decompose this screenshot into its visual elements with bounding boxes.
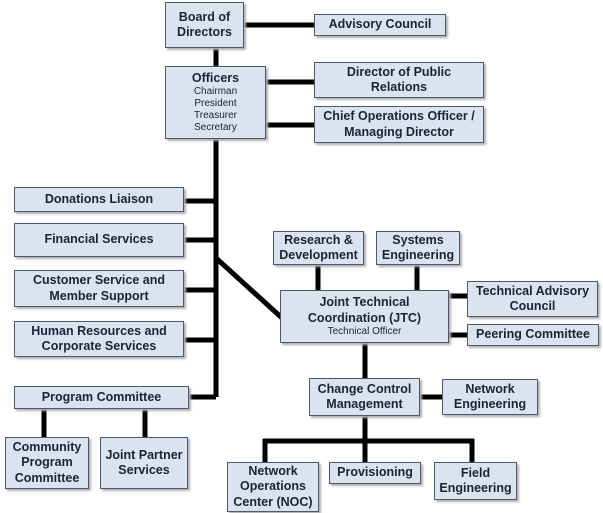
provisioning-label: Provisioning xyxy=(337,465,413,480)
community-label-line2: Program xyxy=(21,455,73,470)
jtc-subtitle: Technical Officer xyxy=(327,325,402,337)
field-label-line2: Engineering xyxy=(439,481,512,495)
financial-services-box: Financial Services xyxy=(14,223,184,257)
coo-label-line2: Managing Director xyxy=(344,124,454,139)
jtc-label-line1: Joint Technical xyxy=(319,295,410,310)
noc-label-line2: Operations xyxy=(240,479,306,494)
coo-label-line1: Chief Operations Officer / xyxy=(323,109,475,124)
joint-partner-services-box: Joint Partner Services xyxy=(100,437,188,489)
coo-managing-director-box: Chief Operations Officer / Managing Dire… xyxy=(314,106,484,143)
network-operations-center-box: Network Operations Center (NOC) xyxy=(227,462,319,512)
peering-committee-label: Peering Committee xyxy=(476,327,590,342)
officer-role: Secretary xyxy=(194,122,237,134)
financial-services-label: Financial Services xyxy=(44,232,154,247)
officer-role: President xyxy=(194,98,237,110)
joint-partner-label-line1: Joint Partner xyxy=(105,447,183,462)
systems-label-line2: Engineering xyxy=(381,248,455,262)
provisioning-box: Provisioning xyxy=(329,462,421,484)
board-label-line1: Board of xyxy=(178,9,231,24)
field-engineering-box: Field Engineering xyxy=(434,462,517,500)
customer-service-box: Customer Service and Member Support xyxy=(14,270,184,307)
program-committee-label: Program Committee xyxy=(41,389,162,404)
hr-label-line1: Human Resources and xyxy=(31,323,167,338)
human-resources-box: Human Resources and Corporate Services xyxy=(14,321,184,357)
joint-partner-label-line2: Services xyxy=(118,463,170,477)
officers-title: Officers xyxy=(191,70,240,85)
officer-role: Chairman xyxy=(193,86,238,98)
noc-label-line3: Center (NOC) xyxy=(233,494,313,509)
advisory-council-box: Advisory Council xyxy=(314,14,446,36)
board-of-directors-box: Board of Directors xyxy=(165,2,244,48)
research-label-line1: Research & xyxy=(284,232,353,247)
community-program-committee-box: Community Program Committee xyxy=(5,437,89,489)
research-label-line2: Development xyxy=(279,248,358,262)
network-engineering-box: Network Engineering xyxy=(442,379,538,415)
change-control-management-box: Change Control Management xyxy=(309,378,420,416)
tac-label-line2: Council xyxy=(509,299,556,313)
joint-technical-coordination-box: Joint Technical Coordination (JTC) Techn… xyxy=(280,290,449,343)
systems-label-line1: Systems xyxy=(392,232,444,247)
tac-label-line1: Technical Advisory xyxy=(475,283,590,298)
neteng-label-line1: Network xyxy=(465,381,515,396)
program-committee-box: Program Committee xyxy=(14,386,189,409)
hr-label-line2: Corporate Services xyxy=(41,339,157,353)
donations-liaison-label: Donations Liaison xyxy=(44,191,154,206)
board-label-line2: Directors xyxy=(177,25,232,39)
director-public-relations-box: Director of Public Relations xyxy=(314,62,484,98)
customer-label-line2: Member Support xyxy=(49,288,149,303)
field-label-line1: Field xyxy=(460,465,491,480)
ccm-label-line2: Management xyxy=(326,397,403,411)
pr-label-line1: Director of Public xyxy=(346,64,452,79)
pr-label-line2: Relations xyxy=(370,80,428,94)
research-development-box: Research & Development xyxy=(273,231,364,265)
noc-label-line1: Network xyxy=(248,464,298,479)
systems-engineering-box: Systems Engineering xyxy=(376,231,460,265)
community-label-line3: Committee xyxy=(14,470,80,485)
community-label-line1: Community xyxy=(12,440,82,455)
neteng-label-line2: Engineering xyxy=(453,397,527,411)
connector xyxy=(214,256,284,320)
ccm-label-line1: Change Control xyxy=(317,381,412,396)
customer-label-line1: Customer Service and xyxy=(33,273,165,288)
technical-advisory-council-box: Technical Advisory Council xyxy=(467,281,598,317)
donations-liaison-box: Donations Liaison xyxy=(14,187,184,212)
peering-committee-box: Peering Committee xyxy=(467,324,599,346)
jtc-label-line2: Coordination (JTC) xyxy=(307,310,422,325)
officers-box: Officers Chairman President Treasurer Se… xyxy=(165,66,266,139)
officer-role: Treasurer xyxy=(194,110,237,122)
advisory-council-label: Advisory Council xyxy=(328,17,432,32)
